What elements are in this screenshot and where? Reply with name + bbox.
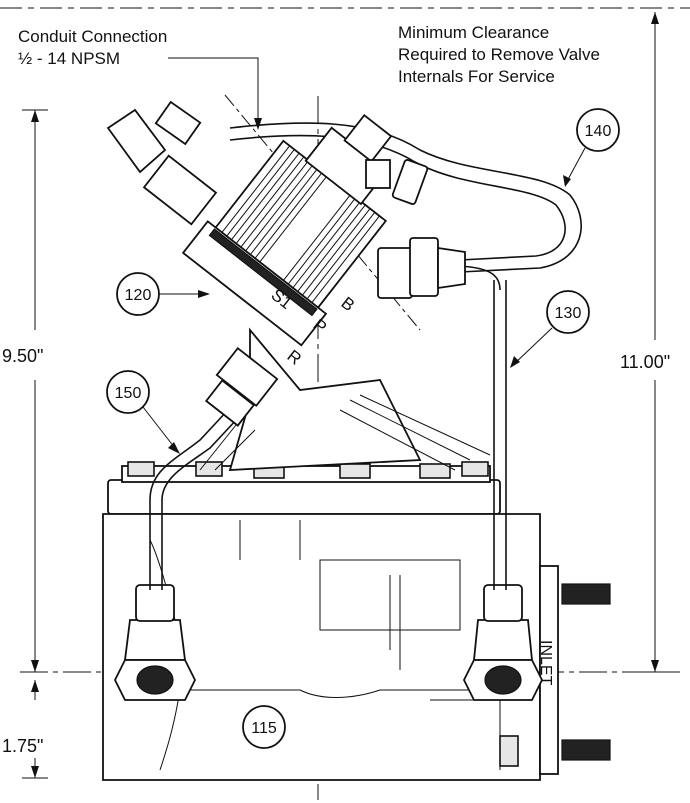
bonnet-ribs-left [199,419,256,471]
bolt [461,461,489,477]
elbow-fitting [106,108,167,174]
dimension-left-lower [22,680,48,779]
body-contour-ribs [389,575,401,670]
actuator-gear-strip [208,228,318,317]
bolt [127,461,155,477]
label-b: B [338,293,359,315]
stud-lower [561,739,611,761]
fitting-right [462,584,544,701]
note-conduit-line1: Conduit Connection [18,27,167,46]
fitting-upper-left [106,100,218,226]
actuator-fins [221,145,380,303]
fitting-left [113,584,197,701]
label-r: R [284,346,305,369]
fitting-body [473,619,533,661]
callout-130: 130 [510,290,590,368]
fitting-actuator-lower [204,346,279,427]
fitting-upper [391,159,429,205]
fitting-hex [409,237,439,297]
tubing-140-inner [229,134,566,261]
callout-120: 120 [116,272,210,316]
fitting-port [136,665,174,695]
body-contour-lower [180,689,470,698]
label-inlet: INLET [537,640,554,686]
fitting-actuator-right [365,159,466,299]
fitting-body [377,247,413,299]
dimension-right-total [642,12,668,673]
fitting-hex-body [142,154,218,226]
callout-140-label: 140 [585,123,612,140]
bolt [195,461,223,477]
inlet-flange [539,565,559,775]
inlet-studs [499,583,611,767]
plug [499,735,519,767]
body-contour-inner [239,520,301,560]
leader-conduit-arrow [254,118,262,130]
callout-120-label: 120 [125,287,152,304]
callout-115: 115 [242,705,286,749]
callout-130-label: 130 [555,305,582,322]
dimension-label-1-75: 1.75" [2,736,43,756]
callout-150: 150 [106,370,180,454]
tubing-150-outer [161,417,239,590]
bolt [339,463,371,479]
callout-150-label: 150 [115,385,142,402]
tubing-140-to-130 [459,265,501,291]
note-clearance-line2: Required to Remove Valve [398,45,600,64]
body-contour-center [319,559,461,631]
dimension-label-9-50: 9.50" [2,346,43,366]
elbow-nut [154,100,202,146]
fitting-tip [437,246,466,290]
lower-body [102,513,541,781]
stud-upper [561,583,611,605]
main-valve-body [102,465,559,781]
dimension-left-main [22,109,48,672]
cover-bolts [127,461,489,479]
callout-115-label: 115 [251,720,277,737]
fitting-nut [135,584,175,622]
actuator-assembly [181,113,393,347]
fitting-nut [483,584,523,622]
fitting-body [123,619,187,661]
callout-140: 140 [563,108,620,187]
dimension-label-11-00: 11.00" [620,352,670,372]
actuator-base-plate [181,220,328,347]
fitting-ferrule [204,379,256,427]
tubing-150 [149,409,229,590]
note-clearance-line1: Minimum Clearance [398,23,549,42]
tubing-140 [229,122,582,273]
actuator-conduit-boss [343,113,393,163]
leader-conduit [168,57,259,128]
note-clearance-line3: Internals For Service [398,67,555,86]
fitting-nut [215,346,279,408]
bolt [419,463,451,479]
note-conduit-line2: ½ - 14 NPSM [18,49,120,68]
bonnet-ribs [339,394,491,471]
fitting-port [484,665,522,695]
fitting-upper-cap [365,159,391,189]
